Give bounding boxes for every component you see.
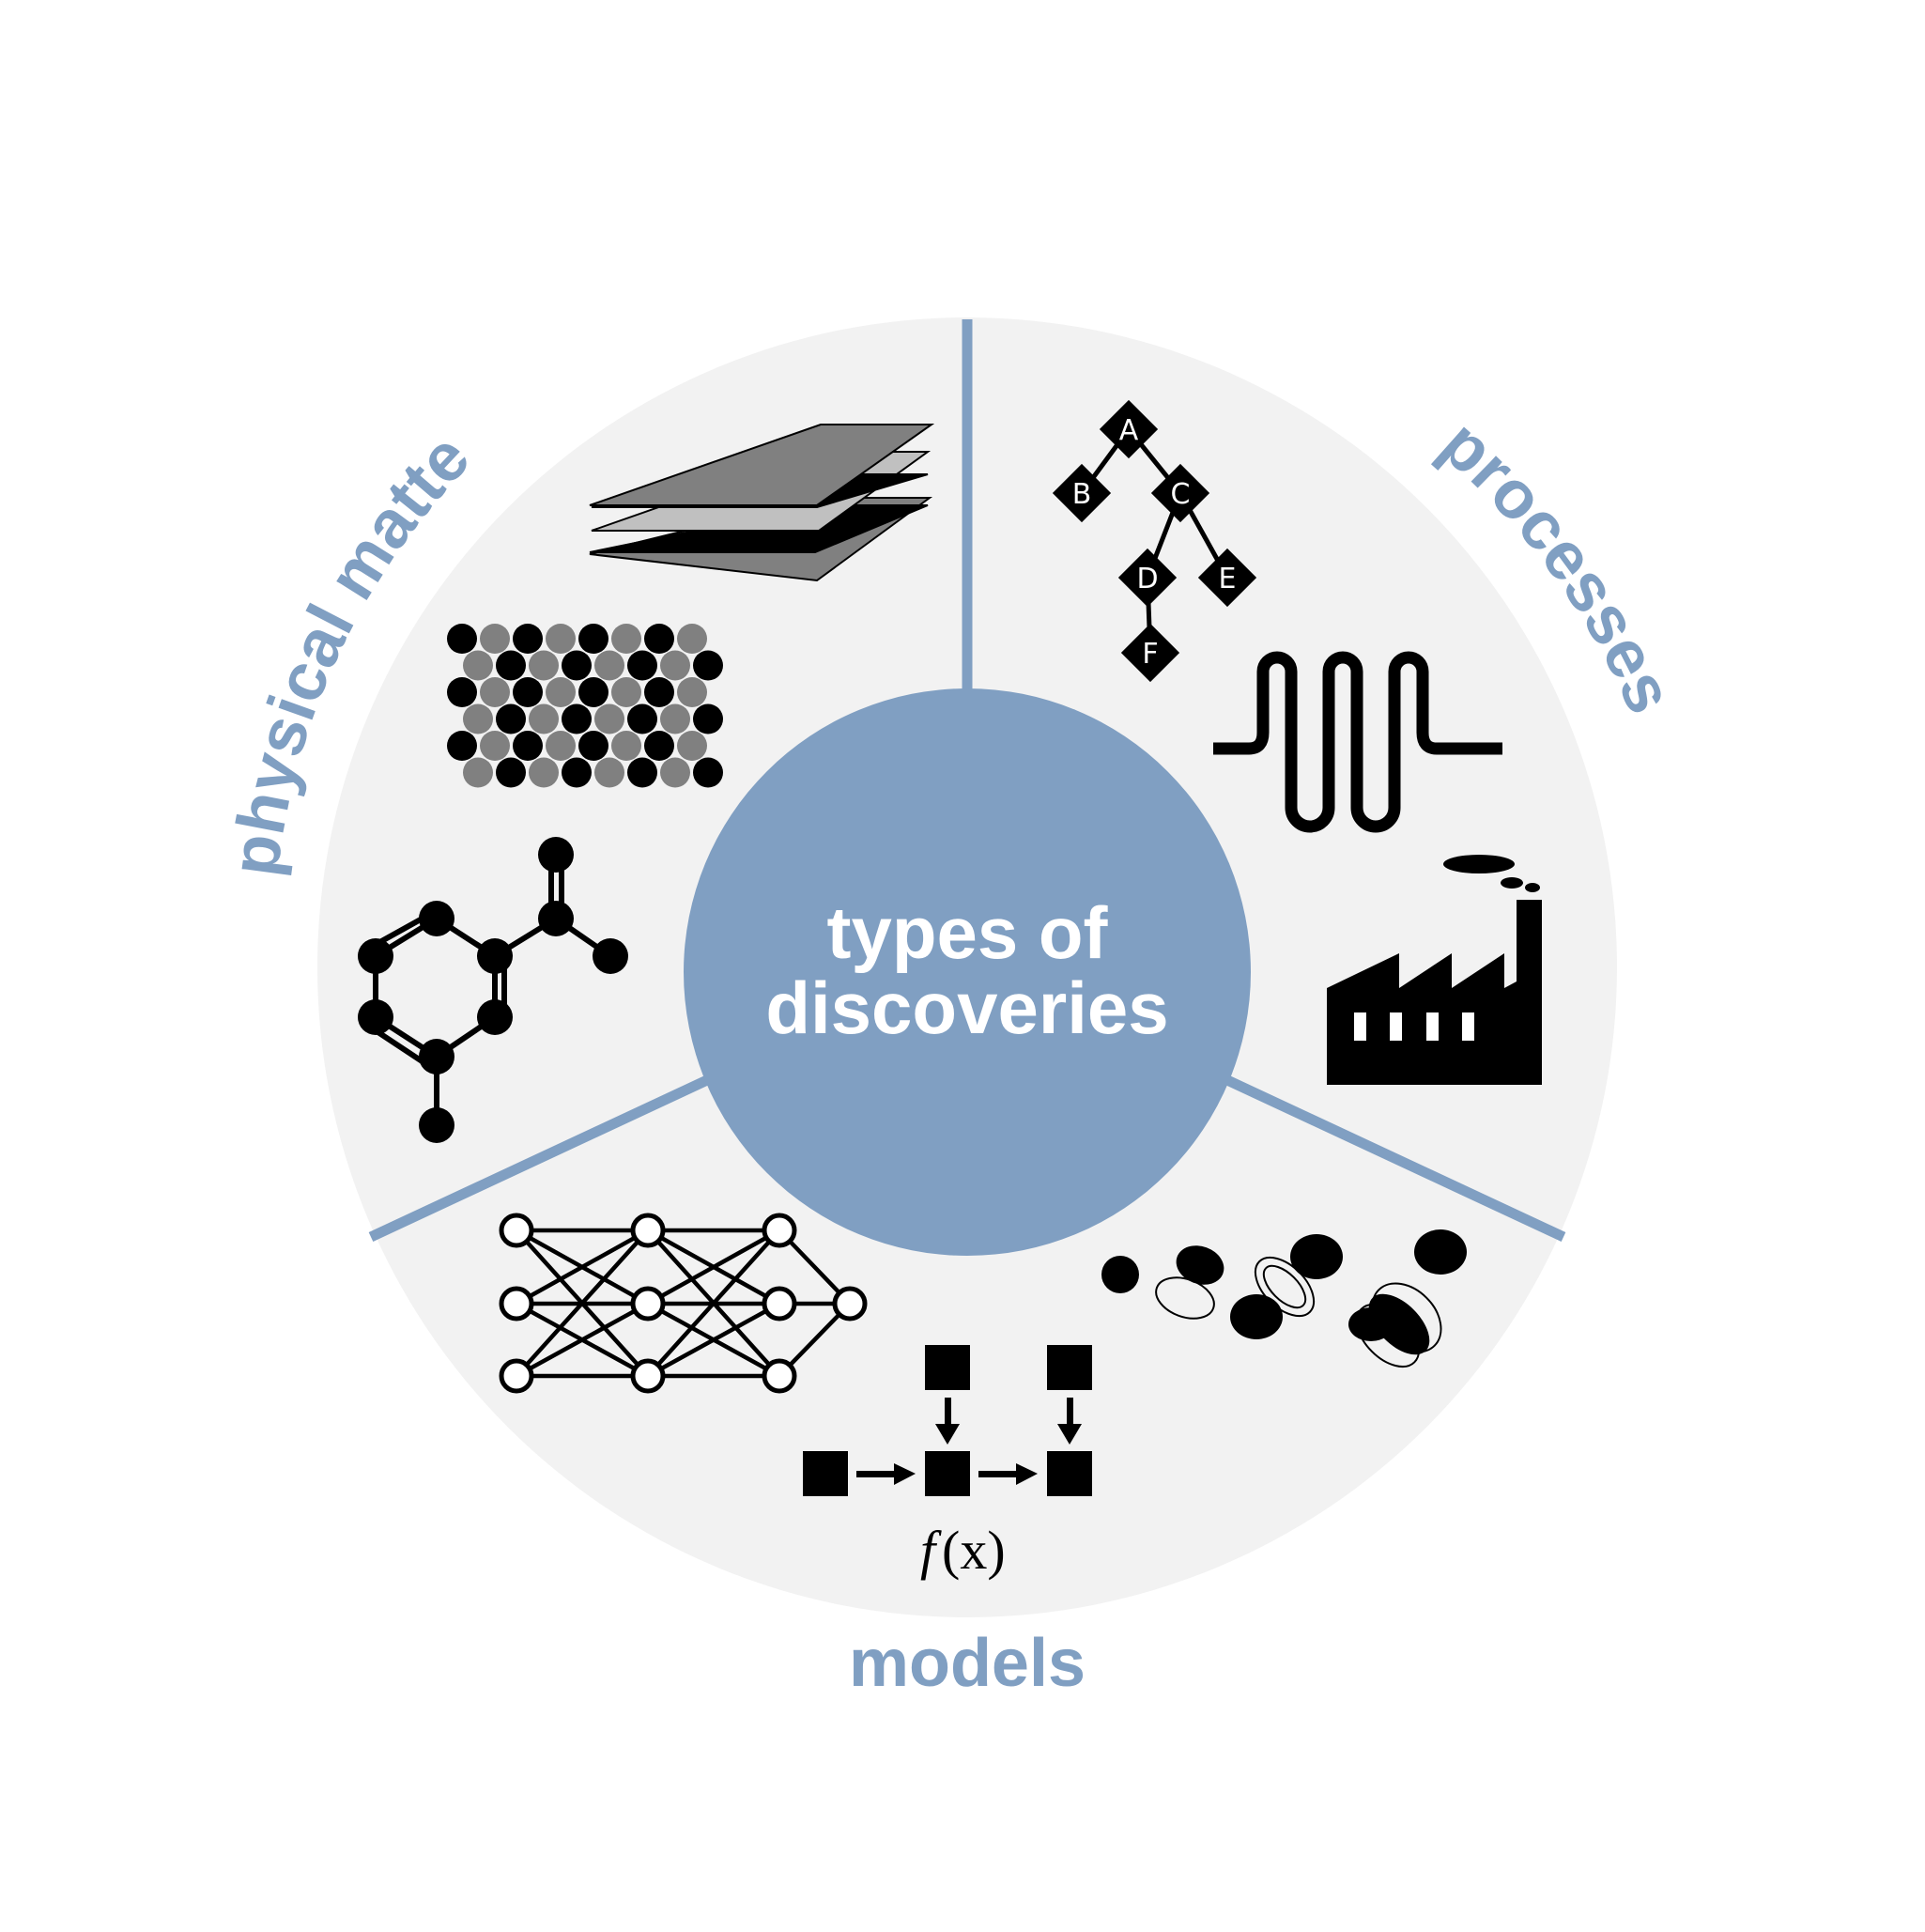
lattice-atom [693,703,723,734]
molecule-icon [358,837,628,1143]
lattice-atom [562,650,592,681]
lattice-atom [529,703,559,734]
lattice-atom [546,624,576,654]
lattice-atom [660,650,690,681]
orbitals-icon [1101,1229,1467,1368]
lattice-atom [578,624,608,654]
lattice-atom [496,703,526,734]
reactor-coil-icon [1213,651,1502,833]
lattice-atom [447,731,477,761]
lattice-atom [447,677,477,707]
lattice-atom [677,677,707,707]
lattice-atom [513,731,543,761]
lattice-atom [513,624,543,654]
sector-label-models: models [849,1626,1086,1701]
lattice-atom [677,624,707,654]
layered-sheets-icon [589,424,935,582]
tree-node-f: F [1142,638,1158,671]
tree-node-d: D [1136,563,1158,595]
lattice-atom [594,757,624,788]
lattice-atom [594,650,624,681]
lattice-atom [480,677,510,707]
neural-network-icon [499,1213,868,1394]
lattice-atom [447,624,477,654]
atomic-lattice-icon [447,624,723,788]
lattice-atom [644,731,674,761]
lattice-atom [496,757,526,788]
divider-left [368,1075,710,1242]
lattice-atom [480,624,510,654]
lattice-atom [578,677,608,707]
lattice-atom [513,677,543,707]
divider-right [1224,1075,1566,1242]
tree-node-a: A [1119,414,1139,447]
lattice-atom [677,731,707,761]
lattice-atom [660,757,690,788]
lattice-atom [562,703,592,734]
center-title-line1: types of [826,891,1108,974]
lattice-atom [611,731,641,761]
lattice-atom [578,731,608,761]
factory-icon [1327,855,1542,1085]
lattice-atom [627,757,657,788]
tree-node-e: E [1219,563,1237,595]
formula-arg: (x) [942,1520,1006,1581]
center-title-line2: discoveries [765,966,1168,1049]
lattice-atom [644,677,674,707]
lattice-atom [463,757,493,788]
tree-node-c: C [1171,478,1191,511]
lattice-atom [546,731,576,761]
lattice-atom [496,650,526,681]
tree-node-b: B [1072,478,1092,511]
lattice-atom [529,757,559,788]
lattice-atom [463,650,493,681]
lattice-atom [594,703,624,734]
center-circle [684,688,1251,1256]
lattice-atom [660,703,690,734]
lattice-atom [693,757,723,788]
lattice-atom [611,624,641,654]
lattice-atom [562,757,592,788]
lattice-atom [627,650,657,681]
lattice-atom [546,677,576,707]
lattice-atom [693,650,723,681]
lattice-atom [463,703,493,734]
lattice-atom [627,703,657,734]
lattice-atom [480,731,510,761]
lattice-atom [611,677,641,707]
lattice-atom [529,650,559,681]
lattice-atom [644,624,674,654]
